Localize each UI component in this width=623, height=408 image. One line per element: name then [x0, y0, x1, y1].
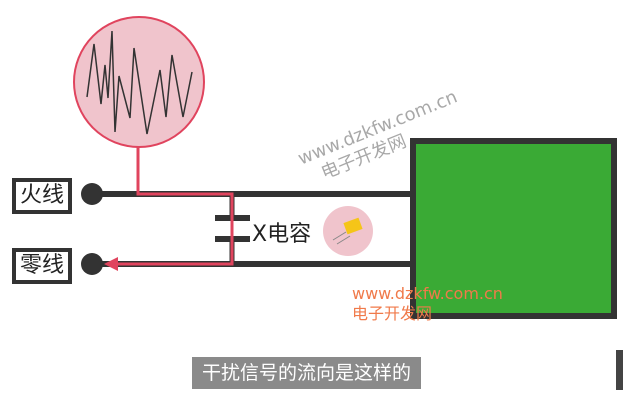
subtitle: 干扰信号的流向是这样的	[192, 357, 422, 389]
capacitor-label: X电容	[252, 222, 312, 247]
noise-bubble	[73, 16, 205, 148]
arrow-head-icon	[104, 257, 118, 271]
neutral-label: 零线	[12, 248, 73, 284]
live-terminal	[81, 183, 103, 205]
neutral-terminal	[81, 253, 103, 275]
live-label: 火线	[12, 178, 73, 214]
watermark-name: 电子开发网	[352, 304, 433, 323]
noise-waveform	[86, 30, 193, 135]
capacitor-photo-icon	[323, 206, 373, 256]
watermark-url: www.dzkfw.com.cn	[352, 284, 503, 303]
interference-path	[112, 147, 234, 266]
load-box	[410, 138, 617, 319]
watermark-orange: www.dzkfw.com.cn 电子开发网	[352, 284, 503, 324]
